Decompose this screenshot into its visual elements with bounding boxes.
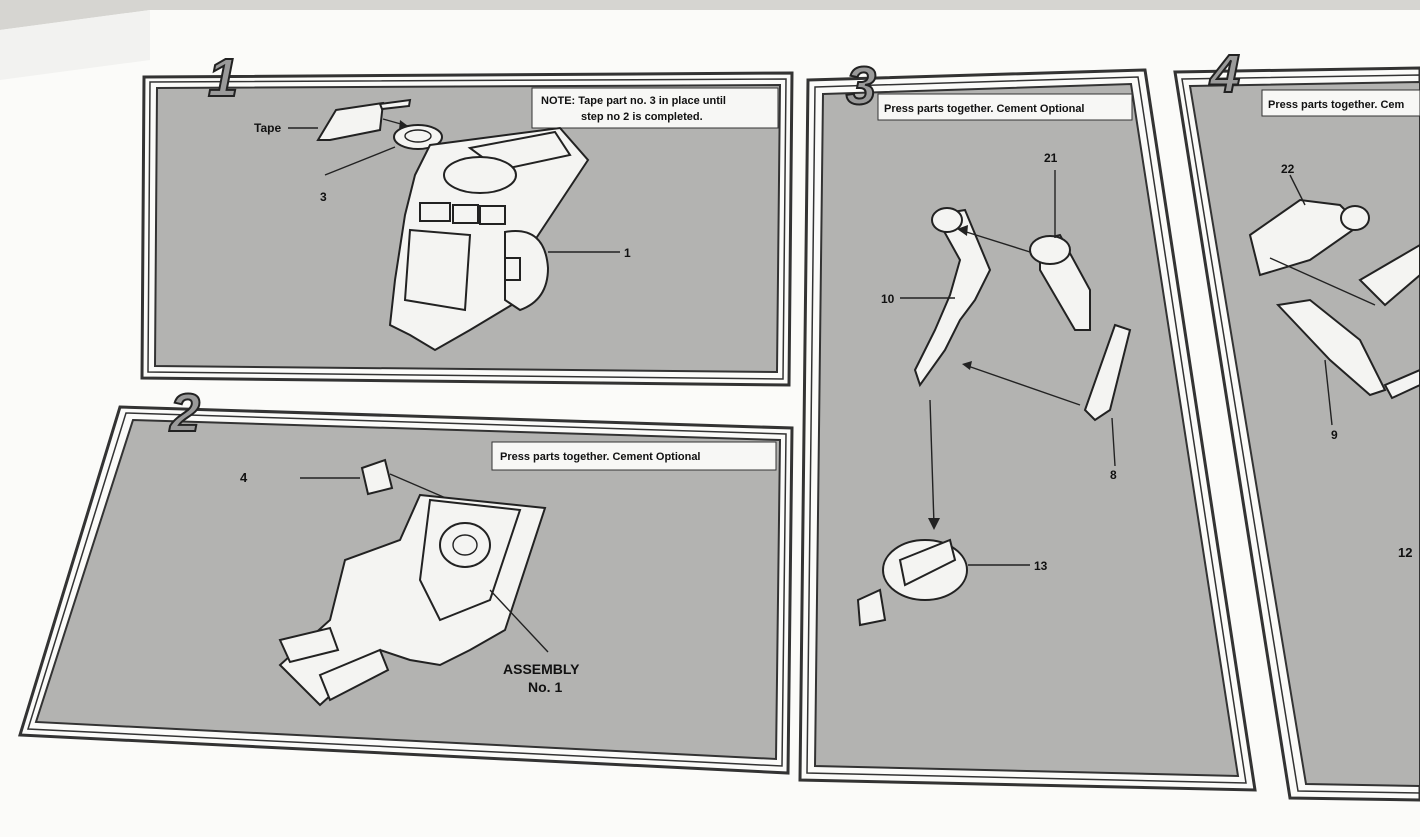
step-1-label-part-3: 3 (320, 190, 327, 204)
step-3-label-part-13: 13 (1034, 559, 1048, 573)
step-4-label-part-22: 22 (1281, 162, 1295, 176)
step-1-diagram (288, 98, 620, 352)
part-4-clip (360, 458, 394, 496)
part-9-arm (1275, 298, 1387, 397)
step-3-label-part-10: 10 (881, 292, 895, 306)
step-3-panel (798, 68, 1257, 792)
paper-fold-shadow (0, 10, 150, 80)
step-1-note-line-2: step no 2 is completed. (581, 111, 703, 123)
tape-strip (378, 98, 412, 111)
step-2-label-part-4: 4 (240, 470, 248, 485)
step-3-label-part-8: 8 (1110, 468, 1117, 482)
part-8-arm (1083, 323, 1132, 422)
step-2-label-assembly-line-2: No. 1 (528, 679, 562, 695)
step-4-label-part-9: 9 (1331, 428, 1338, 442)
step-3-diagram (856, 170, 1132, 627)
step-2-note-line-1: Press parts together. Cement Optional (500, 451, 701, 463)
step-2-number: 2 (169, 383, 200, 443)
part-3-disc (393, 124, 443, 150)
tape-piece (316, 101, 385, 141)
step-4-note-line-1: Press parts together. Cem (1268, 99, 1405, 111)
step-2-label-assembly-line-1: ASSEMBLY (503, 661, 580, 677)
step-4-panel (1173, 66, 1420, 802)
step-1-label-part-1: 1 (624, 246, 631, 260)
step-1-number: 1 (208, 48, 238, 108)
step-4-number: 4 (1209, 44, 1240, 104)
step-3-label-part-21: 21 (1044, 151, 1058, 165)
step-1-note-line-1: NOTE: Tape part no. 3 in place until (541, 95, 726, 107)
step-1-label-tape: Tape (254, 121, 281, 135)
step-3-number: 3 (846, 56, 876, 116)
part-cut-right (1358, 243, 1420, 307)
step-4-label-part-12: 12 (1398, 545, 1412, 560)
step-3-note-line-1: Press parts together. Cement Optional (884, 103, 1085, 115)
step-2-diagram (278, 458, 549, 707)
step-4-diagram (1248, 174, 1420, 426)
